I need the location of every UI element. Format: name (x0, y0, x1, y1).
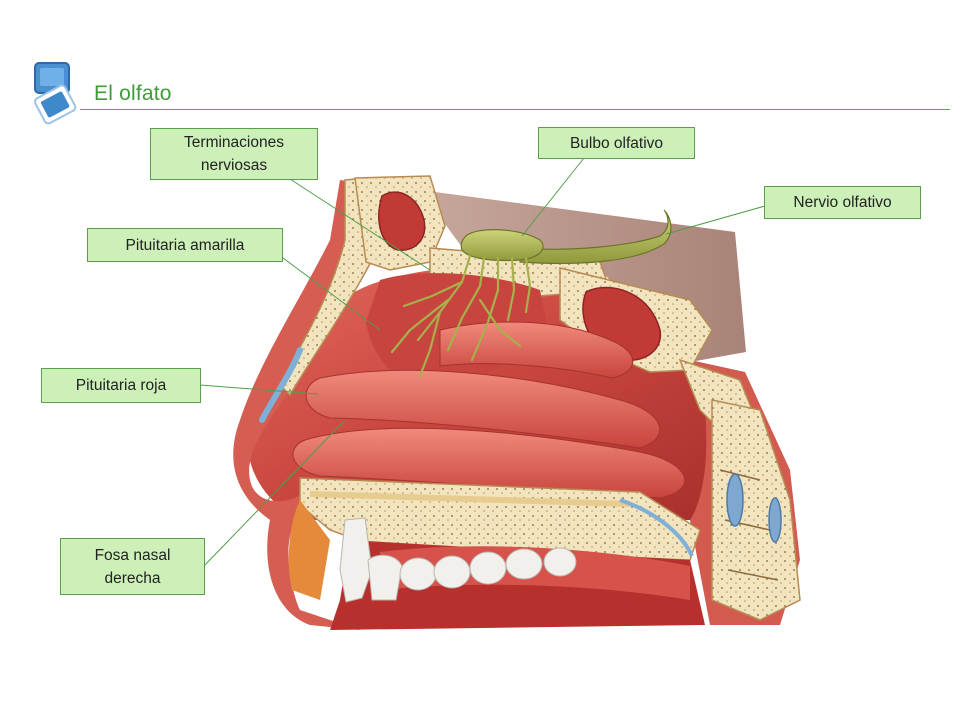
label-nervio-olfativo: Nervio olfativo (764, 186, 921, 219)
stacked-squares-icon (33, 62, 77, 125)
leader-bulbo (521, 157, 585, 237)
olfactory-bulb (460, 229, 544, 262)
leader-terminaciones (289, 178, 431, 271)
frontal-sinus (378, 191, 426, 251)
olfactory-fibers (390, 254, 532, 378)
label-bulbo-olfativo: Bulbo olfativo (538, 127, 695, 159)
spine (711, 399, 801, 621)
label-terminaciones-nerviosas: Terminaciones nerviosas (150, 128, 318, 180)
teeth (339, 517, 577, 603)
page-title: El olfato (94, 82, 172, 105)
leader-nervio (665, 205, 766, 235)
title-divider (80, 109, 950, 110)
gum-tissue (288, 500, 330, 600)
superior-turbinate (439, 321, 634, 379)
inferior-turbinate (292, 427, 686, 499)
olfactory-nerve (519, 209, 672, 265)
label-fosa-nasal-derecha: Fosa nasal derecha (60, 538, 205, 595)
nasal-bone (279, 177, 373, 397)
leader-pituitaria-amarilla (282, 257, 381, 331)
leader-pituitaria-roja (199, 384, 319, 395)
label-pituitaria-roja: Pituitaria roja (41, 368, 201, 403)
middle-turbinate (305, 369, 661, 449)
leader-lines (199, 157, 766, 567)
label-pituitaria-amarilla: Pituitaria amarilla (87, 228, 283, 262)
leader-fosa-nasal (203, 419, 346, 567)
